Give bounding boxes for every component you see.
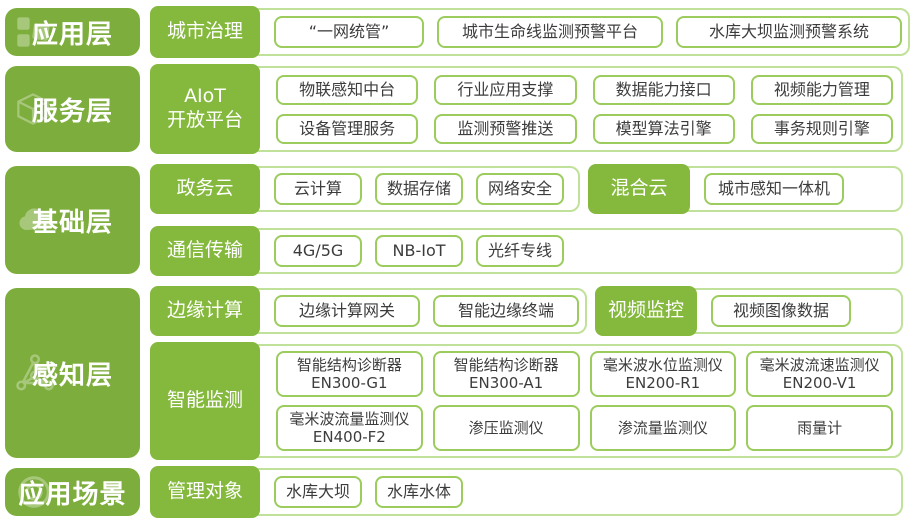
row-label-managed-objects: 管理对象 [150, 466, 260, 518]
item-box: 边缘计算网关 [274, 295, 420, 327]
item-box: 智能结构诊断器 EN300-A1 [432, 351, 580, 397]
app-blocks-icon [15, 14, 51, 50]
row-label-video-surveillance: 视频监控 [595, 286, 697, 336]
item-box: 网络安全 [476, 173, 564, 205]
layer-label: 基础层 [31, 207, 113, 238]
row-label-city-governance: 城市治理 [150, 6, 260, 58]
item-box: 云计算 [274, 173, 362, 205]
item-box: NB-IoT [375, 235, 463, 267]
row-communication: 通信传输 4G/5G NB-IoT 光纤专线 [150, 226, 903, 276]
row-smart-monitoring: 智能监测 智能结构诊断器 EN300-G1 智能结构诊断器 EN300-A1 毫… [150, 342, 903, 460]
item-box: 毫米波流量监测仪 EN400-F2 [276, 405, 423, 451]
item-box: 雨量计 [746, 405, 893, 451]
layer-label: 应用场景 [18, 479, 127, 510]
item-box: 渗压监测仪 [432, 405, 580, 451]
item-box: 光纤专线 [476, 235, 564, 267]
item-box: 数据能力接口 [592, 74, 735, 105]
item-box: 水库大坝监测预警系统 [676, 16, 902, 48]
item-box: 水库水体 [375, 476, 463, 508]
row-label-smart-monitoring: 智能监测 [150, 342, 260, 460]
row-edge-computing: 边缘计算 边缘计算网关 智能边缘终端 [150, 286, 587, 336]
item-box: 毫米波水位监测仪 EN200-R1 [589, 351, 737, 397]
item-box: 物联感知中台 [276, 74, 419, 105]
item-box: 毫米波流速监测仪 EN200-V1 [746, 351, 893, 397]
layer-service: 服务层 [5, 66, 140, 152]
row-hybrid-cloud: 混合云 城市感知一体机 [588, 164, 903, 214]
item-box: 渗流量监测仪 [589, 405, 737, 451]
layer-label: 感知层 [31, 360, 113, 391]
item-box: 智能结构诊断器 EN300-G1 [276, 351, 423, 397]
layer-label: 应用层 [31, 19, 113, 50]
row-aiot-platform: AIoT 开放平台 物联感知中台 行业应用支撑 数据能力接口 视频能力管理 设备… [150, 64, 903, 154]
layer-infrastructure: 基础层 [5, 166, 140, 274]
item-box: 城市感知一体机 [704, 173, 844, 205]
item-box: 数据存储 [375, 173, 463, 205]
item-box: 水库大坝 [274, 476, 362, 508]
row-city-governance: 城市治理 “一网统管” 城市生命线监测预警平台 水库大坝监测预警系统 [150, 6, 910, 58]
item-box: “一网统管” [274, 16, 424, 48]
cloud-icon [15, 200, 55, 240]
row-label-edge-computing: 边缘计算 [150, 286, 260, 336]
layer-perception: 感知层 [5, 288, 140, 458]
item-box: 城市生命线监测预警平台 [437, 16, 663, 48]
row-label-gov-cloud: 政务云 [150, 164, 260, 214]
scene-icon [15, 473, 53, 511]
layer-scenario: 应用场景 [5, 468, 140, 516]
item-box: 模型算法引擎 [592, 113, 735, 144]
layer-application: 应用层 [5, 8, 140, 56]
item-box: 4G/5G [274, 235, 362, 267]
row-label-communication: 通信传输 [150, 226, 260, 276]
layer-label: 服务层 [31, 96, 113, 127]
row-managed-objects: 管理对象 水库大坝 水库水体 [150, 466, 903, 518]
item-box: 监测预警推送 [434, 113, 577, 144]
item-box: 事务规则引擎 [750, 113, 893, 144]
item-box: 设备管理服务 [276, 113, 419, 144]
cube-icon [15, 91, 51, 127]
item-box: 视频能力管理 [750, 74, 893, 105]
row-gov-cloud: 政务云 云计算 数据存储 网络安全 [150, 164, 580, 214]
item-box: 视频图像数据 [711, 295, 851, 327]
row-label-hybrid-cloud: 混合云 [588, 164, 690, 214]
row-label-aiot: AIoT 开放平台 [150, 64, 260, 154]
row-video-surveillance: 视频监控 视频图像数据 [595, 286, 903, 336]
network-icon [15, 353, 55, 393]
item-box: 智能边缘终端 [433, 295, 579, 327]
item-box: 行业应用支撑 [434, 74, 577, 105]
